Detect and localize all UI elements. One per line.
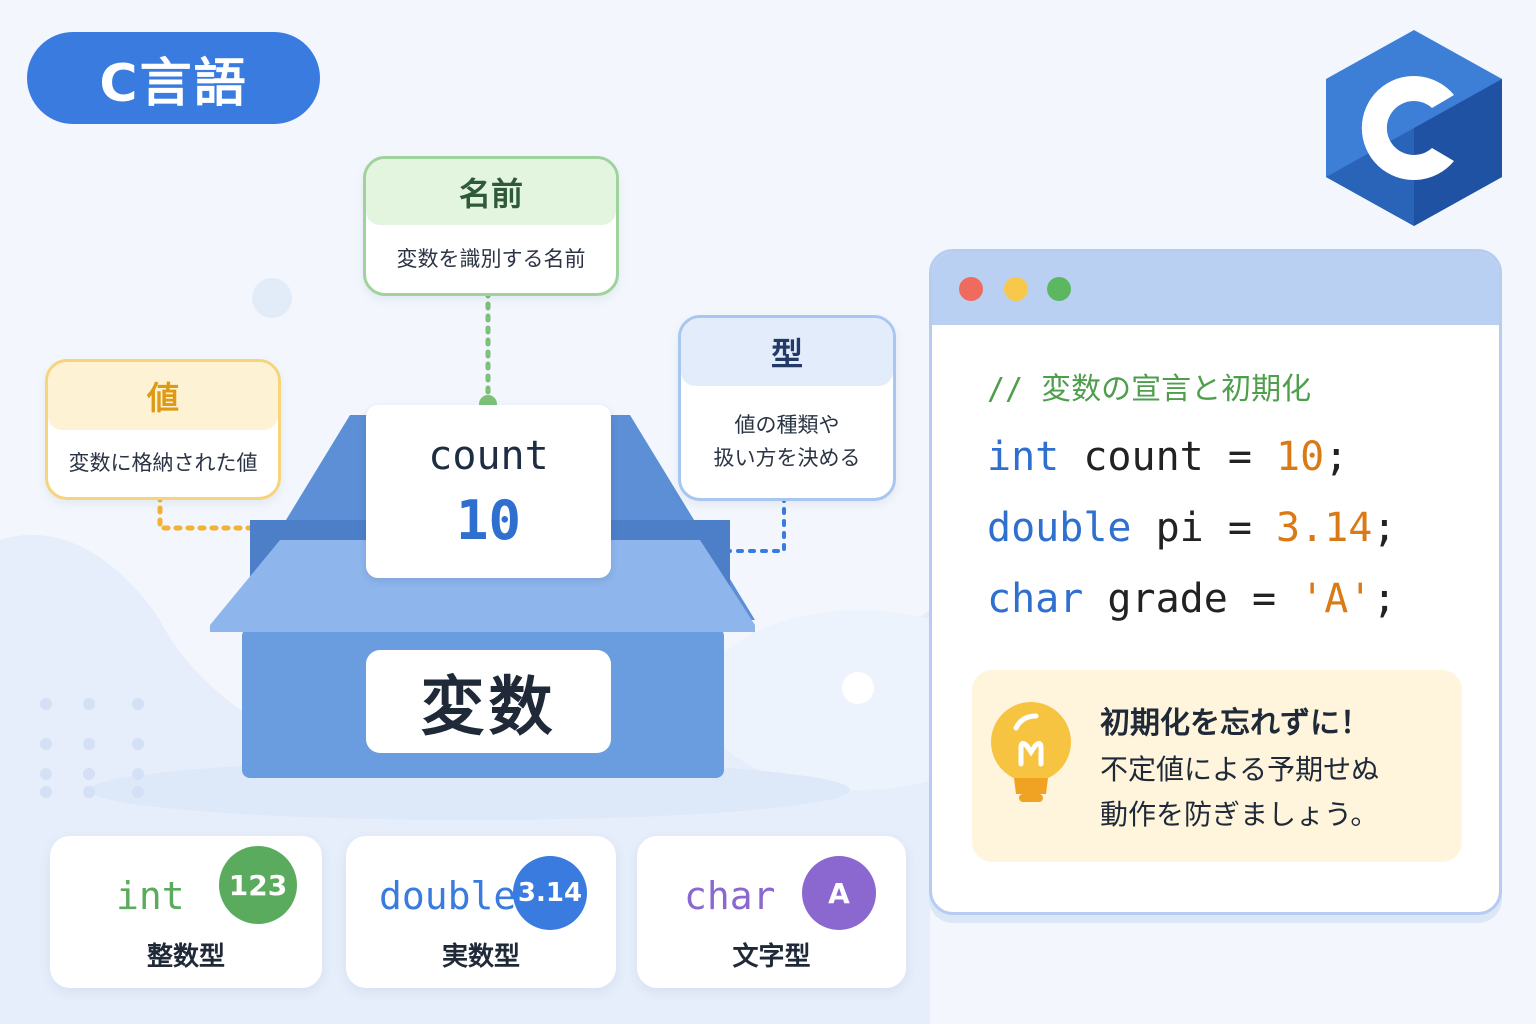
callout-value: 値 変数に格納された値 (45, 359, 281, 500)
callout-type-desc-line2: 扱い方を決める (713, 446, 861, 470)
type-badge-double: 3.14 (513, 856, 587, 930)
callout-value-title: 値 (48, 362, 278, 430)
lightbulb-icon (991, 702, 1071, 802)
code-type: int (987, 434, 1060, 480)
code-line-int: int count = 10; (987, 434, 1396, 505)
code-name: pi (1155, 505, 1204, 551)
code-op: = (1251, 576, 1277, 622)
callout-name-title: 名前 (366, 159, 616, 225)
window-close-dot-icon (959, 277, 983, 301)
c-language-logo-icon (1326, 30, 1502, 226)
code-op: = (1227, 505, 1252, 551)
type-card-char: char A 文字型 (637, 836, 906, 988)
callout-name: 名前 変数を識別する名前 (363, 156, 619, 296)
type-card-int: int 123 整数型 (50, 836, 322, 988)
type-badge-char: A (802, 856, 876, 930)
code-type: char (987, 576, 1084, 622)
page-title: C言語 (27, 32, 320, 124)
code-value: 10 (1276, 434, 1325, 480)
code-window-titlebar (932, 252, 1499, 325)
type-label-double: 実数型 (441, 942, 520, 972)
type-card-double: double 3.14 実数型 (346, 836, 616, 988)
callout-value-desc: 変数に格納された値 (68, 451, 258, 476)
code-end: ; (1372, 576, 1397, 622)
code-type: double (987, 505, 1132, 551)
code-body: // 変数の宣言と初期化 int count = 10; double pi =… (987, 364, 1396, 647)
callout-type-title: 型 (681, 318, 893, 386)
tip-line3: 動作を防ぎましょう。 (1100, 797, 1379, 831)
code-end: ; (1372, 505, 1397, 551)
callout-type-desc-line1: 値の種類や (734, 413, 840, 438)
window-maximize-dot-icon (1047, 277, 1071, 301)
code-comment: // 変数の宣言と初期化 (987, 372, 1312, 407)
code-value: 3.14 (1276, 505, 1373, 551)
code-value: 'A' (1300, 576, 1373, 622)
variable-value: 10 (455, 489, 522, 552)
tip-text: 初期化を忘れずに！ 不定値による予期せぬ 動作を防ぎましょう。 (1100, 700, 1379, 838)
type-label-char: 文字型 (732, 942, 811, 972)
code-window: // 変数の宣言と初期化 int count = 10; double pi =… (929, 249, 1502, 915)
code-op: = (1227, 434, 1252, 480)
code-name: grade (1107, 576, 1228, 622)
callout-name-desc: 変数を識別する名前 (396, 246, 586, 271)
tip-line2: 不定値による予期せぬ (1100, 753, 1380, 786)
window-minimize-dot-icon (1004, 277, 1028, 301)
variable-box-label: 変数 (366, 650, 611, 753)
type-label-int: 整数型 (146, 942, 225, 972)
type-badge-int: 123 (219, 846, 297, 924)
type-keyword-double: double (379, 874, 517, 918)
type-keyword-int: int (116, 874, 185, 918)
code-line-double: double pi = 3.14; (987, 505, 1396, 576)
variable-card: count 10 (366, 405, 611, 578)
code-end: ; (1324, 434, 1349, 480)
callout-type-desc: 値の種類や 扱い方を決める (708, 386, 867, 498)
code-line-char: char grade = 'A'; (987, 576, 1396, 647)
type-keyword-char: char (684, 874, 776, 918)
tip-heading: 初期化を忘れずに！ (1100, 706, 1370, 741)
code-name: count (1083, 434, 1204, 480)
tip-box: 初期化を忘れずに！ 不定値による予期せぬ 動作を防ぎましょう。 (972, 670, 1462, 862)
callout-type: 型 値の種類や 扱い方を決める (678, 315, 896, 501)
variable-name: count (428, 433, 549, 479)
